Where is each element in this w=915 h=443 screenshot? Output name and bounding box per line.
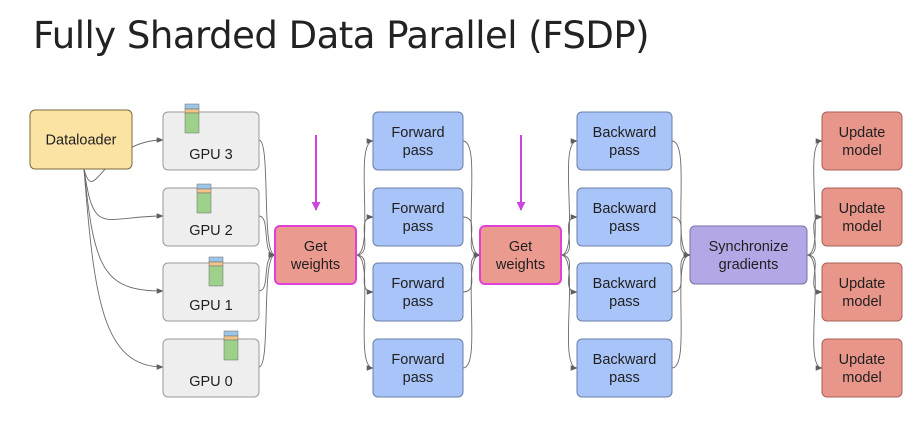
get-weights-node: Get weights xyxy=(274,225,357,285)
forward-pass-node-label: Forward xyxy=(391,125,444,141)
forward-pass-node-label: Forward xyxy=(391,352,444,368)
backward-pass-node-label: Backward xyxy=(593,125,657,141)
get-weights-node: Get weights xyxy=(479,225,562,285)
synchronize-gradients-node: Synchronize gradients xyxy=(689,225,808,285)
forward-pass-node: Forward pass xyxy=(372,338,464,398)
get-weights-node-label: Get xyxy=(509,239,532,255)
connector-arrow xyxy=(671,252,691,369)
backward-pass-node: Backward pass xyxy=(576,111,673,171)
gpu-node: GPU 1 xyxy=(162,256,260,322)
forward-pass-node-shape xyxy=(372,262,464,322)
backward-pass-node: Backward pass xyxy=(576,338,673,398)
backward-pass-node-label: Backward xyxy=(593,276,657,292)
forward-pass-node: Forward pass xyxy=(372,187,464,247)
connector-arrow xyxy=(83,168,164,294)
update-model-node-label: Update xyxy=(839,276,886,292)
update-model-node-label: Update xyxy=(839,125,886,141)
connector-arrow xyxy=(560,214,578,256)
backward-pass-node: Backward pass xyxy=(576,262,673,322)
connector-arrow xyxy=(355,254,374,371)
connector-arrow xyxy=(83,168,164,221)
forward-pass-node-label: Forward xyxy=(391,276,444,292)
backward-pass-node-label: Backward xyxy=(593,201,657,217)
forward-pass-node: Forward pass xyxy=(372,262,464,322)
memory-shard-icon xyxy=(196,183,212,214)
connector-arrow xyxy=(355,138,374,256)
forward-pass-node: Forward pass xyxy=(372,111,464,171)
backward-pass-node-label: pass xyxy=(609,219,640,235)
synchronize-gradients-node-label: Synchronize xyxy=(709,239,789,255)
update-model-node: Update model xyxy=(821,187,903,247)
gpu-node-label: GPU 2 xyxy=(189,223,233,239)
backward-pass-node-shape xyxy=(576,338,673,398)
update-model-node-shape xyxy=(821,338,903,398)
connector-arrow xyxy=(806,254,823,371)
memory-shard-icon xyxy=(184,103,200,134)
backward-pass-node-label: pass xyxy=(609,143,640,159)
backward-pass-node-label: Backward xyxy=(593,352,657,368)
backward-pass-node-shape xyxy=(576,262,673,322)
forward-pass-node-label: pass xyxy=(403,219,434,235)
get-weights-node-label: weights xyxy=(290,257,340,273)
update-model-node-shape xyxy=(821,187,903,247)
forward-pass-node-shape xyxy=(372,338,464,398)
backward-pass-node-label: pass xyxy=(609,294,640,310)
forward-pass-node-label: pass xyxy=(403,370,434,386)
backward-pass-node: Backward pass xyxy=(576,187,673,247)
gpu-node-label: GPU 3 xyxy=(189,147,233,163)
connector-arrow xyxy=(806,254,823,295)
forward-pass-node-shape xyxy=(372,111,464,171)
update-model-node: Update model xyxy=(821,262,903,322)
dataloader-node-shape xyxy=(29,109,133,170)
connector-arrow xyxy=(806,214,823,256)
get-weights-node-label: weights xyxy=(495,257,545,273)
backward-pass-node-shape xyxy=(576,187,673,247)
connector-arrow xyxy=(462,216,481,258)
connector-arrow xyxy=(560,138,578,256)
connector-arrow xyxy=(83,168,164,370)
update-model-node-shape xyxy=(821,111,903,171)
connector-arrow xyxy=(806,138,823,256)
dataloader-node-label: Dataloader xyxy=(46,133,117,149)
gpu-node-label: GPU 1 xyxy=(189,298,233,314)
dataloader-node: Dataloader xyxy=(29,109,133,170)
connector-arrow xyxy=(258,252,276,368)
connector-arrow xyxy=(560,254,578,371)
update-model-node-label: model xyxy=(842,294,882,310)
get-weights-node-shape xyxy=(274,225,357,285)
update-model-node-label: model xyxy=(842,143,882,159)
memory-shard-icon xyxy=(208,256,224,287)
memory-shard-icon xyxy=(223,330,239,361)
connector-edges xyxy=(83,135,823,371)
update-model-node-label: Update xyxy=(839,201,886,217)
get-weights-node-label: Get xyxy=(304,239,327,255)
connector-arrow xyxy=(671,140,691,258)
connector-arrow xyxy=(462,140,481,258)
gpu-node: GPU 0 xyxy=(162,330,260,398)
page-title: Fully Sharded Data Parallel (FSDP) xyxy=(33,14,650,57)
forward-pass-node-label: pass xyxy=(403,143,434,159)
forward-pass-node-label: pass xyxy=(403,294,434,310)
update-model-node: Update model xyxy=(821,338,903,398)
synchronize-gradients-node-label: gradients xyxy=(719,257,779,273)
update-model-node-shape xyxy=(821,262,903,322)
connector-arrow xyxy=(258,139,276,258)
synchronize-gradients-node-shape xyxy=(689,225,808,285)
gpu-node: GPU 3 xyxy=(162,103,260,171)
connector-arrow xyxy=(355,214,374,256)
update-model-node-label: model xyxy=(842,370,882,386)
forward-pass-node-shape xyxy=(372,187,464,247)
forward-pass-node-label: Forward xyxy=(391,201,444,217)
get-weights-node-shape xyxy=(479,225,562,285)
update-model-node: Update model xyxy=(821,111,903,171)
backward-pass-node-label: pass xyxy=(609,370,640,386)
update-model-node-label: Update xyxy=(839,352,886,368)
backward-pass-node-shape xyxy=(576,111,673,171)
gpu-node: GPU 2 xyxy=(162,183,260,247)
gpu-node-label: GPU 0 xyxy=(189,374,233,390)
connector-arrow xyxy=(462,252,481,369)
update-model-node-label: model xyxy=(842,219,882,235)
